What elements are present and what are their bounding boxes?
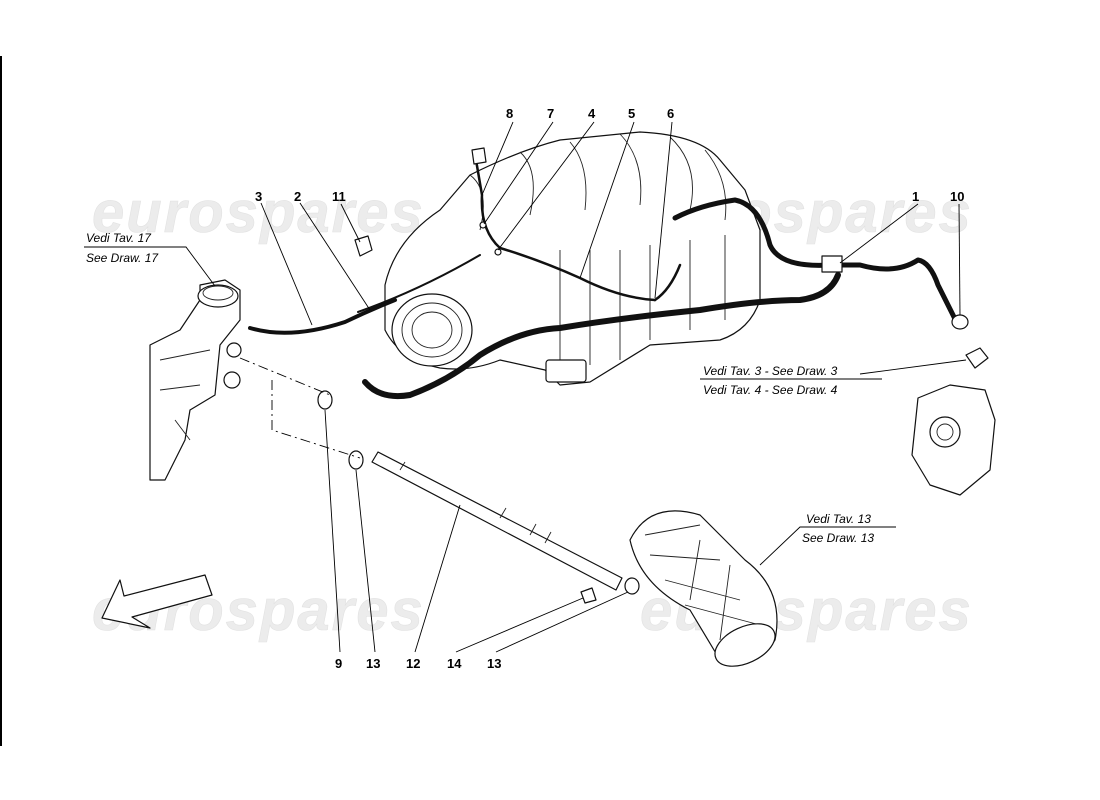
oil-filler-assembly — [149, 279, 242, 481]
callout-13-right: 13 — [487, 656, 501, 671]
ref-draw-17-en: See Draw. 17 — [86, 251, 159, 265]
callout-2: 2 — [294, 189, 301, 204]
clip-14 — [580, 587, 597, 604]
ref-draw-13-en: See Draw. 13 — [802, 531, 874, 545]
direction-arrow — [101, 574, 213, 629]
callout-10: 10 — [950, 189, 964, 204]
callout-5: 5 — [628, 106, 635, 121]
callout-9: 9 — [335, 656, 342, 671]
pipe-12 — [371, 451, 623, 591]
callout-6: 6 — [667, 106, 674, 121]
connector-11 — [354, 235, 373, 257]
clip-4 — [494, 248, 502, 256]
watermark-top-left: eurospares — [92, 180, 425, 245]
leader-lines — [84, 121, 967, 653]
callout-3: 3 — [255, 189, 262, 204]
callout-14: 14 — [447, 656, 462, 671]
intake-manifold — [384, 131, 761, 386]
callout-4: 4 — [588, 106, 596, 121]
pipe-tee-connector — [821, 255, 843, 273]
callout-8: 8 — [506, 106, 513, 121]
callout-13-left: 13 — [366, 656, 380, 671]
fitting-8 — [471, 147, 487, 165]
air-intake-duct — [629, 510, 778, 667]
clamp-9 — [317, 390, 333, 410]
callout-1: 1 — [912, 189, 919, 204]
seal-10 — [951, 314, 969, 330]
hose-2 — [357, 254, 481, 313]
clamp-13-upper — [348, 450, 364, 470]
ref-draw-4: Vedi Tav. 4 - See Draw. 4 — [703, 383, 838, 397]
assembly-lines — [239, 357, 361, 459]
throttle-body-assembly — [911, 347, 996, 496]
callout-11: 11 — [332, 189, 346, 204]
clamp-13-lower — [624, 577, 640, 595]
callout-numbers: 8 7 4 5 6 1 10 3 2 11 9 13 12 14 13 — [255, 106, 964, 671]
hose-lines — [248, 158, 961, 400]
callout-7: 7 — [547, 106, 554, 121]
throttle-opening — [391, 293, 473, 367]
ref-draw-17-it: Vedi Tav. 17 — [86, 231, 152, 245]
left-frame-border — [0, 56, 2, 746]
hose-6 — [653, 263, 682, 302]
ref-draw-13-it: Vedi Tav. 13 — [806, 512, 871, 526]
ref-draw-3: Vedi Tav. 3 - See Draw. 3 — [703, 364, 838, 378]
callout-12: 12 — [406, 656, 420, 671]
cross-references: Vedi Tav. 17 See Draw. 17 Vedi Tav. 3 - … — [86, 231, 874, 545]
